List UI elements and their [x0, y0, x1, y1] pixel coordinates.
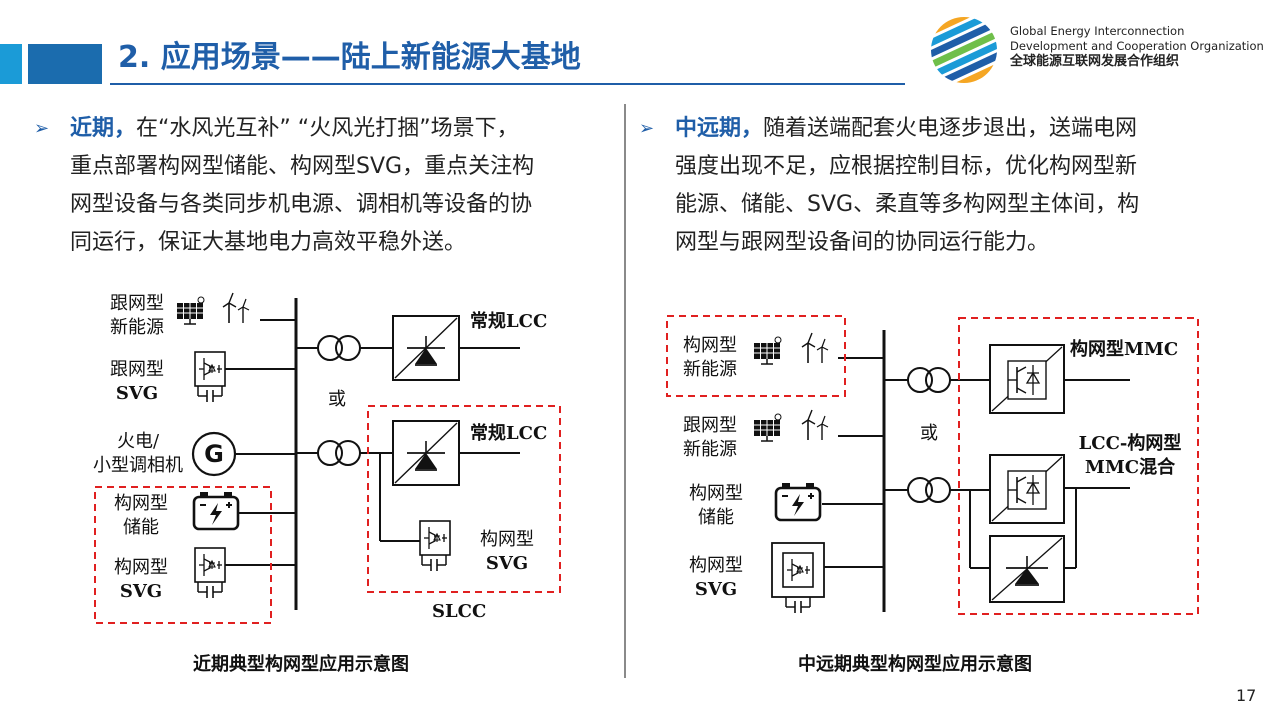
left-line1: 在“水风光互补” “火风光打捆”场景下， [136, 116, 519, 141]
r-hybrid-branch [884, 454, 1130, 603]
label-gfm-storage: 构网型储能 [114, 493, 168, 538]
org-name-block: Global Energy Interconnection Developmen… [1010, 24, 1264, 69]
bullet-arrow-icon: ➢ [639, 118, 655, 139]
left-line3: 网型设备与各类同步机电源、调相机等设备的协 [70, 192, 533, 217]
right-line3: 能源、储能、SVG、柔直等多构网型主体间，构 [675, 192, 1140, 217]
org-name-en-1: Global Energy Interconnection [1010, 24, 1185, 38]
label-r-mmc: 构网型MMC [1070, 339, 1179, 360]
label-r-gfm-storage: 构网型储能 [689, 483, 743, 528]
right-keyword: 中远期， [675, 116, 764, 141]
gfm-group-box [94, 486, 272, 624]
label-lcc-top: 常规LCC [470, 311, 548, 332]
r-mmc-branch [884, 344, 1130, 414]
gfm-svg-branch [194, 547, 296, 599]
header-accent-bar-dark [28, 44, 102, 84]
slcc-group-box [367, 405, 561, 593]
r-gfm-renewable-box [666, 315, 846, 397]
right-line2: 强度出现不足，应根据控制目标，优化构网型新 [675, 154, 1138, 179]
generator-branch [191, 431, 296, 477]
gfl-renewable-branch [176, 292, 296, 325]
left-diagram [94, 292, 561, 624]
r-gfm-storage-branch [774, 481, 884, 522]
right-diagram-caption: 中远期典型构网型应用示意图 [798, 654, 1032, 675]
lcc-top-branch [296, 315, 520, 381]
label-r-gfm-renewable: 构网型新能源 [683, 335, 737, 380]
lcc-bottom-branch [296, 420, 520, 572]
generator-icon: G [204, 440, 224, 468]
left-line2: 重点部署构网型储能、构网型SVG，重点关注构 [70, 154, 535, 179]
org-name-cn: 全球能源互联网发展合作组织 [1010, 54, 1180, 69]
header-accent-bar-light [0, 44, 22, 84]
left-line4: 同运行，保证大基地电力高效平稳外送。 [70, 230, 467, 255]
r-gfm-svg-branch [771, 542, 884, 614]
left-diagram-caption: 近期典型构网型应用示意图 [193, 654, 409, 675]
label-or-right: 或 [920, 423, 938, 444]
org-name-en-2: Development and Cooperation Organization [1010, 39, 1264, 53]
label-lcc-bottom: 常规LCC [470, 423, 548, 444]
bullet-arrow-icon: ➢ [34, 118, 50, 139]
label-gfl-renewable: 跟网型新能源 [110, 293, 164, 338]
title-underline [110, 83, 905, 85]
r-gfl-renewable-branch [753, 409, 884, 442]
column-divider [624, 104, 626, 678]
label-or-left: 或 [328, 389, 346, 410]
gfm-storage-branch [192, 490, 296, 531]
label-thermal: 火电/小型调相机 [93, 431, 183, 476]
right-bullet: ➢ 中远期，随着送端配套火电逐步退出，送端电网 强度出现不足，应根据控制目标，优… [639, 110, 1235, 262]
label-slcc: SLCC [432, 601, 487, 622]
label-r-gfl-renewable: 跟网型新能源 [683, 415, 737, 460]
left-keyword: 近期， [70, 116, 137, 141]
gfl-svg-branch [194, 351, 296, 403]
right-diagram [666, 315, 1199, 615]
left-bullet: ➢ 近期，在“水风光互补” “火风光打捆”场景下， 重点部署构网型储能、构网型S… [34, 110, 615, 262]
right-line4: 网型与跟网型设备间的协同运行能力。 [675, 230, 1050, 255]
r-gfm-renewable-branch [753, 332, 884, 365]
right-line1: 随着送端配套火电逐步退出，送端电网 [763, 116, 1138, 141]
geidco-globe-logo-icon [931, 17, 997, 83]
r-converter-box [958, 317, 1199, 615]
page-title: 2. 应用场景——陆上新能源大基地 [118, 40, 581, 75]
page-number: 17 [1236, 686, 1257, 705]
